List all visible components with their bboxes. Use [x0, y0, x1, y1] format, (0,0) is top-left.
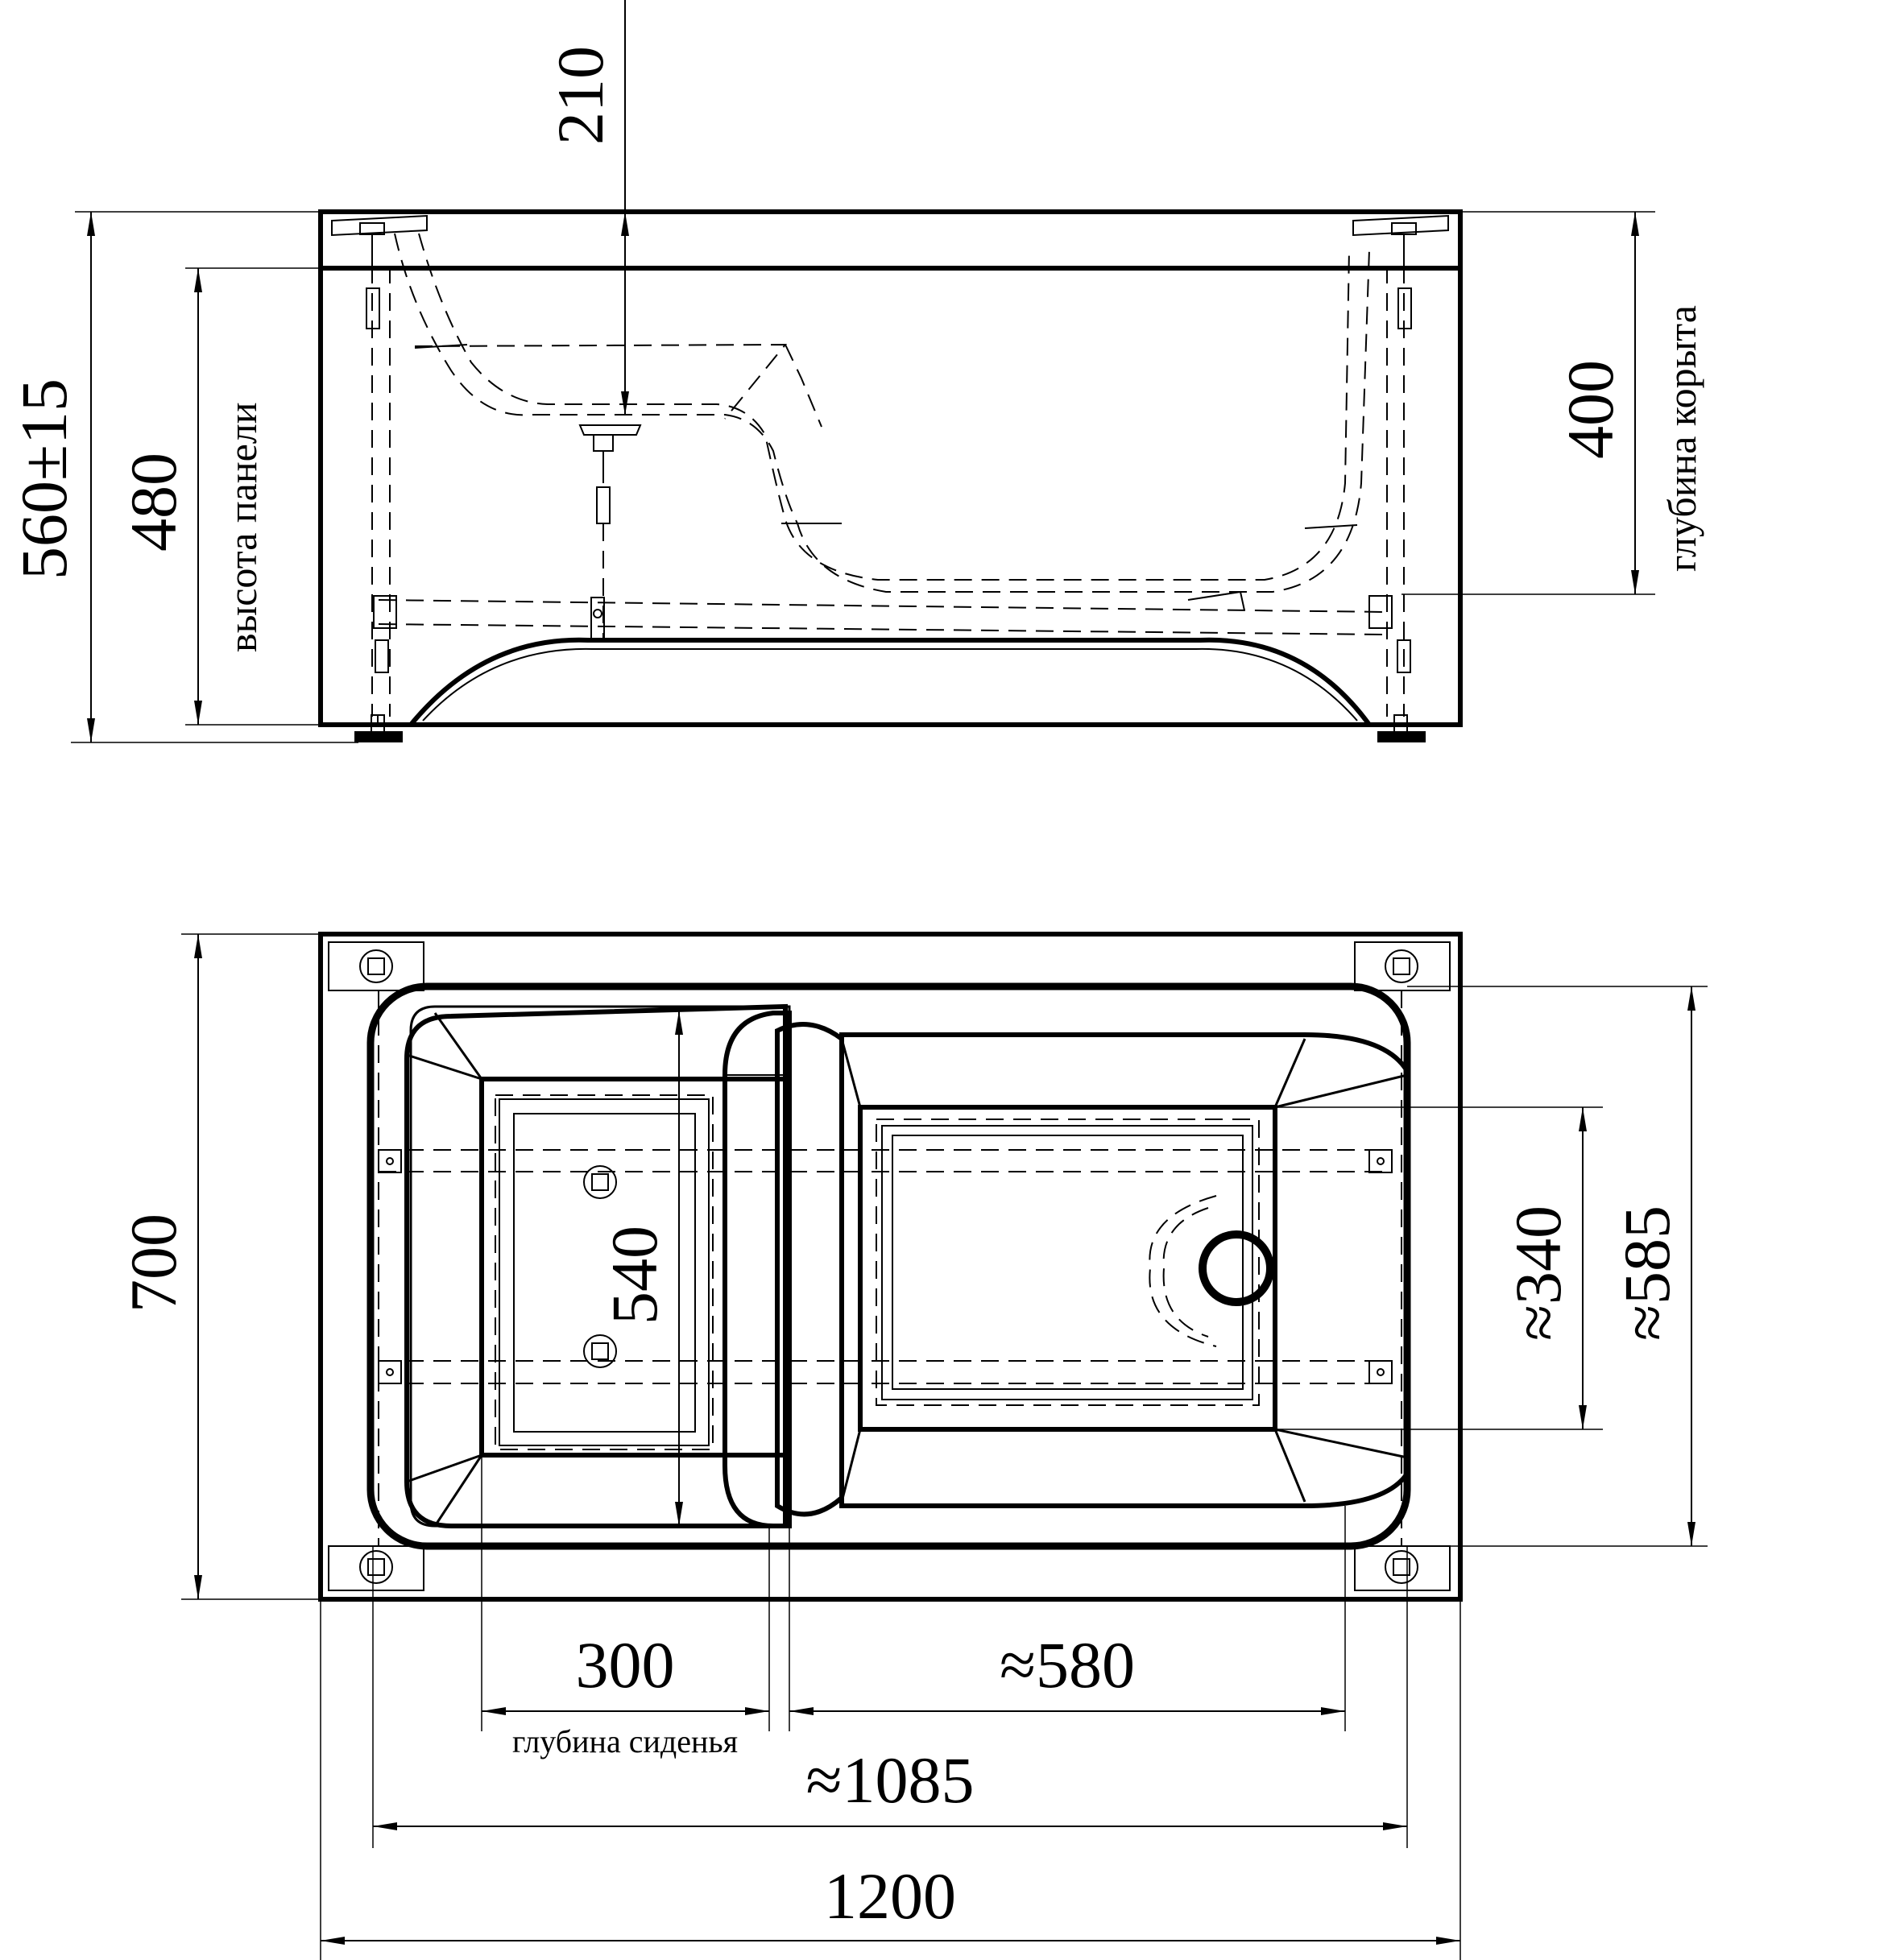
left-top-support: [331, 214, 428, 329]
center-leg: [578, 424, 642, 640]
dim-300-text: 300: [576, 1628, 675, 1702]
drain-icon: [1199, 1230, 1274, 1306]
hidden-tub-profile: [371, 233, 1411, 717]
main-bowl: [839, 1032, 1410, 1508]
side-panel-outline: [318, 209, 1463, 727]
dim-340-text: ≈340: [1501, 1205, 1575, 1341]
dim-400-text: 400: [1554, 360, 1627, 459]
dim-480-text: 480: [117, 453, 190, 552]
side-view: 210 560±15 480 высота панели 400 глубина…: [7, 0, 1704, 743]
dim-700-text: 700: [117, 1214, 190, 1313]
dim-560-text: 560±15: [7, 378, 81, 580]
corner-brackets: [328, 941, 1451, 1591]
panel-height-label: высота панели: [220, 403, 265, 653]
dim-1200-text: 1200: [824, 1859, 956, 1933]
side-arch: [408, 637, 1372, 726]
top-outline: [318, 932, 1463, 1602]
dim-540-text: 540: [598, 1226, 671, 1325]
top-view: 700 540 ≈340 ≈585 300 глубина сиденья ≈5…: [117, 932, 1708, 1960]
tub-depth-label: глубина корыта: [1659, 305, 1704, 572]
dim-585-text: ≈585: [1610, 1205, 1683, 1341]
hidden-frame: [378, 990, 1402, 1546]
left-foot: [354, 714, 403, 742]
dim-210-text: 210: [544, 46, 617, 145]
right-foot: [1377, 714, 1426, 742]
seat-depth-label: глубина сиденья: [512, 1723, 738, 1759]
dim-580-text: ≈580: [1000, 1628, 1135, 1702]
top-bowl-outline: [366, 982, 1411, 1550]
dim-1085-text: ≈1085: [805, 1743, 974, 1817]
